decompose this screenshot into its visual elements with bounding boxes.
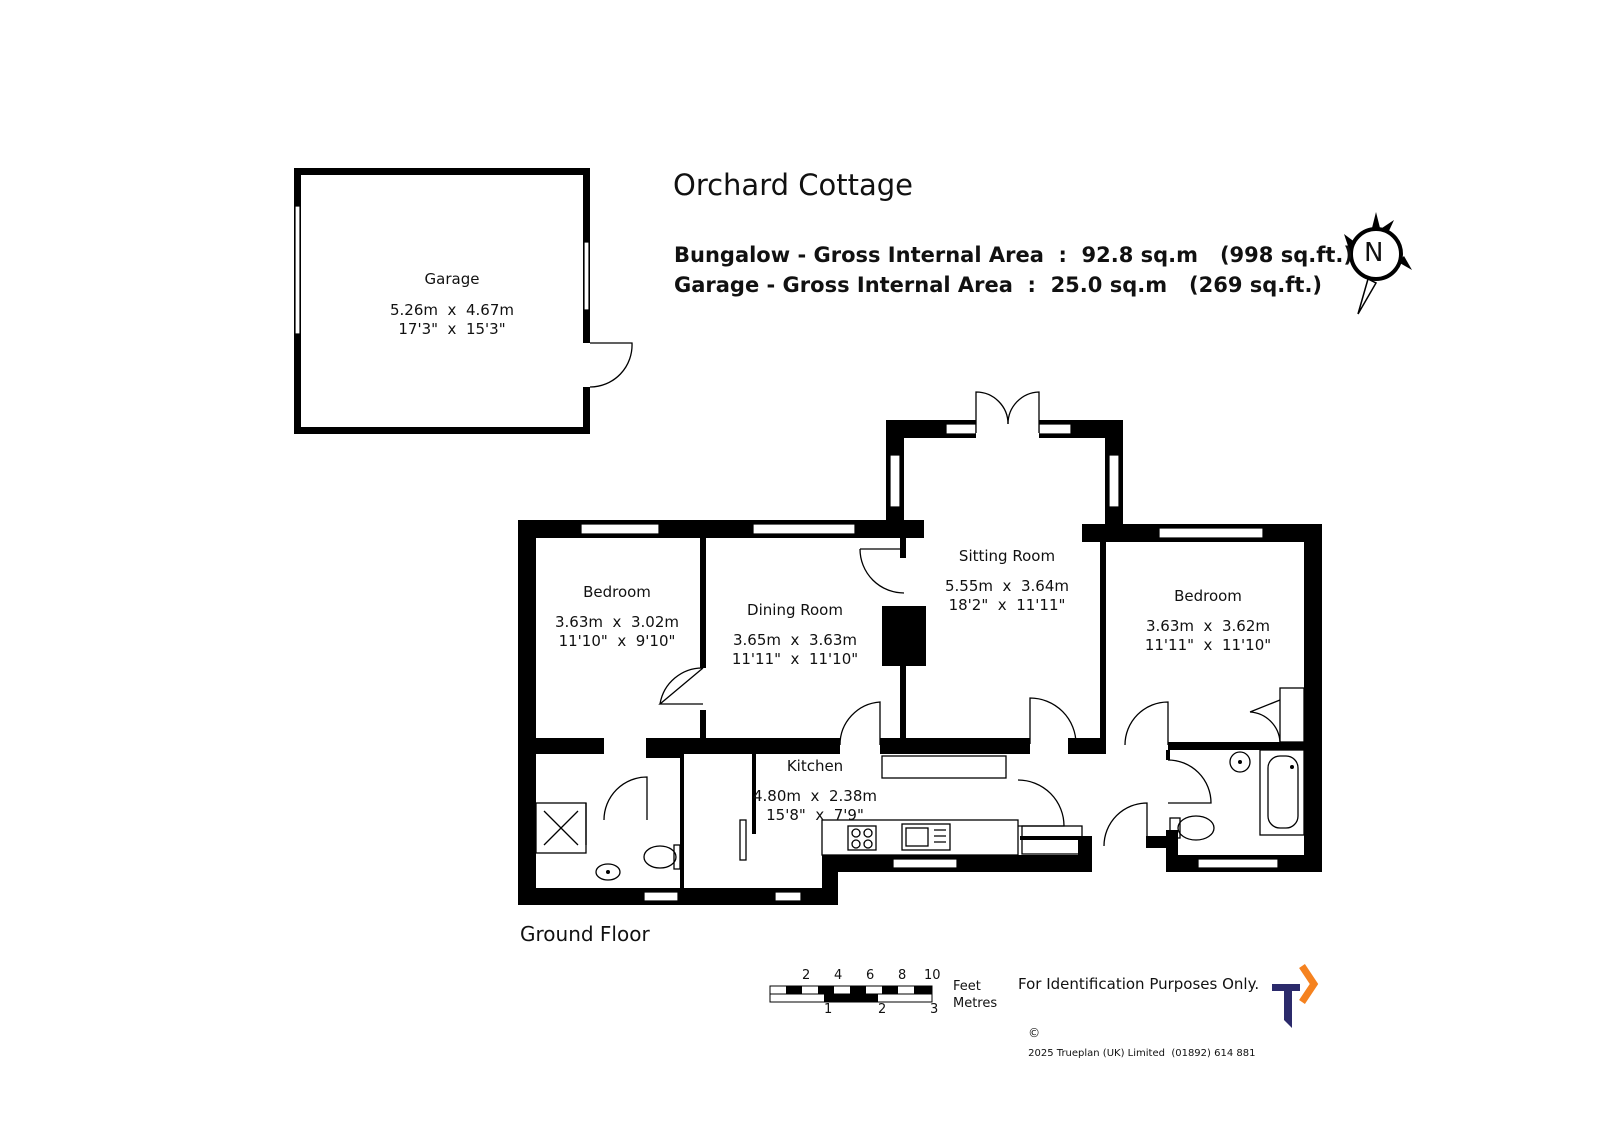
metre-tick: 2 bbox=[878, 1002, 887, 1017]
dining-room-imperial: 11'11" x 11'10" bbox=[731, 650, 859, 668]
garage-label: Garage 5.26m x 4.67m 17'3" x 15'3" bbox=[362, 270, 542, 338]
copyright-text: 2025 Trueplan (UK) Limited (01892) 614 8… bbox=[1028, 1048, 1256, 1059]
bedroom-east-name: Bedroom bbox=[1174, 587, 1242, 605]
scale-feet-label: Feet bbox=[953, 979, 981, 994]
compass-letter: N bbox=[1364, 238, 1384, 268]
metre-tick: 1 bbox=[824, 1002, 833, 1017]
hob-icon bbox=[847, 825, 877, 851]
feet-tick: 2 bbox=[802, 968, 811, 983]
bedroom-west-imperial: 11'10" x 9'10" bbox=[558, 632, 676, 650]
bedroom-west-metric: 3.63m x 3.02m bbox=[555, 613, 679, 631]
sink-icon bbox=[901, 823, 951, 851]
garage-door-swing bbox=[589, 342, 633, 388]
bungalow-plan bbox=[518, 391, 1322, 905]
sitting-room-imperial: 18'2" x 11'11" bbox=[948, 596, 1066, 614]
dining-room-metric: 3.65m x 3.63m bbox=[733, 631, 857, 649]
dining-door-south bbox=[839, 701, 881, 746]
trueplan-logo-icon bbox=[1272, 964, 1319, 1028]
bungalow-area: Bungalow - Gross Internal Area : 92.8 sq… bbox=[674, 243, 1353, 267]
garage-area: Garage - Gross Internal Area : 25.0 sq.m… bbox=[674, 273, 1323, 297]
property-title: Orchard Cottage bbox=[673, 168, 914, 202]
sitting-room-metric: 5.55m x 3.64m bbox=[945, 577, 1069, 595]
sitting-room-label: Sitting Room 5.55m x 3.64m 18'2" x 11'11… bbox=[912, 547, 1102, 614]
bedroom-east-label: Bedroom 3.63m x 3.62m 11'11" x 11'10" bbox=[1113, 587, 1303, 654]
dining-door-west bbox=[658, 667, 704, 705]
feet-tick: 6 bbox=[866, 968, 875, 983]
shower-room-basin-icon bbox=[595, 863, 621, 881]
french-door-right bbox=[1007, 391, 1040, 433]
bathroom-door bbox=[1167, 759, 1212, 804]
bedroom-west-name: Bedroom bbox=[583, 583, 651, 601]
copyright-symbol: © bbox=[1028, 1026, 1041, 1040]
shower-room-door bbox=[603, 776, 648, 821]
sitting-door-north bbox=[859, 548, 905, 594]
dining-room-label: Dining Room 3.65m x 3.63m 11'11" x 11'10… bbox=[700, 601, 890, 668]
dining-room-name: Dining Room bbox=[747, 601, 843, 619]
feet-tick: 8 bbox=[898, 968, 907, 983]
bathroom-toilet-icon bbox=[1177, 815, 1215, 841]
kitchen-name: Kitchen bbox=[786, 757, 844, 775]
garage-plan bbox=[294, 168, 633, 434]
copyright-line: © 2025 Trueplan (UK) Limited (01892) 614… bbox=[1018, 1003, 1255, 1060]
sitting-room-name: Sitting Room bbox=[958, 547, 1056, 565]
disclaimer: For Identification Purposes Only. bbox=[1018, 975, 1260, 993]
garage-name: Garage bbox=[424, 270, 480, 288]
sitting-door-south bbox=[1029, 697, 1077, 745]
bathroom-basin-icon bbox=[1229, 751, 1251, 773]
shower-room-toilet-icon bbox=[643, 845, 677, 869]
floor-label: Ground Floor bbox=[520, 922, 650, 946]
bedroom-west-label: Bedroom 3.63m x 3.02m 11'10" x 9'10" bbox=[527, 583, 707, 650]
feet-tick: 4 bbox=[834, 968, 843, 983]
hall-door bbox=[1103, 802, 1148, 847]
french-door-left bbox=[975, 391, 1009, 433]
bedroom-east-imperial: 11'11" x 11'10" bbox=[1144, 636, 1272, 654]
kitchen-imperial: 15'8" x 7'9" bbox=[766, 806, 864, 824]
kitchen-label: Kitchen 4.80m x 2.38m 15'8" x 7'9" bbox=[725, 757, 905, 824]
scale-bar bbox=[769, 985, 933, 1003]
metre-tick: 3 bbox=[930, 1002, 939, 1017]
feet-tick: 10 bbox=[924, 968, 941, 983]
kitchen-door bbox=[1017, 779, 1065, 827]
garage-metric: 5.26m x 4.67m bbox=[390, 301, 514, 319]
kitchen-metric: 4.80m x 2.38m bbox=[753, 787, 877, 805]
north-arrow-icon bbox=[1344, 212, 1412, 315]
scale-metres-label: Metres bbox=[953, 996, 998, 1011]
shower-tray-icon bbox=[543, 810, 579, 846]
garage-imperial: 17'3" x 15'3" bbox=[398, 320, 506, 338]
bedroom-east-metric: 3.63m x 3.62m bbox=[1146, 617, 1270, 635]
bedroom-east-door bbox=[1124, 701, 1169, 746]
